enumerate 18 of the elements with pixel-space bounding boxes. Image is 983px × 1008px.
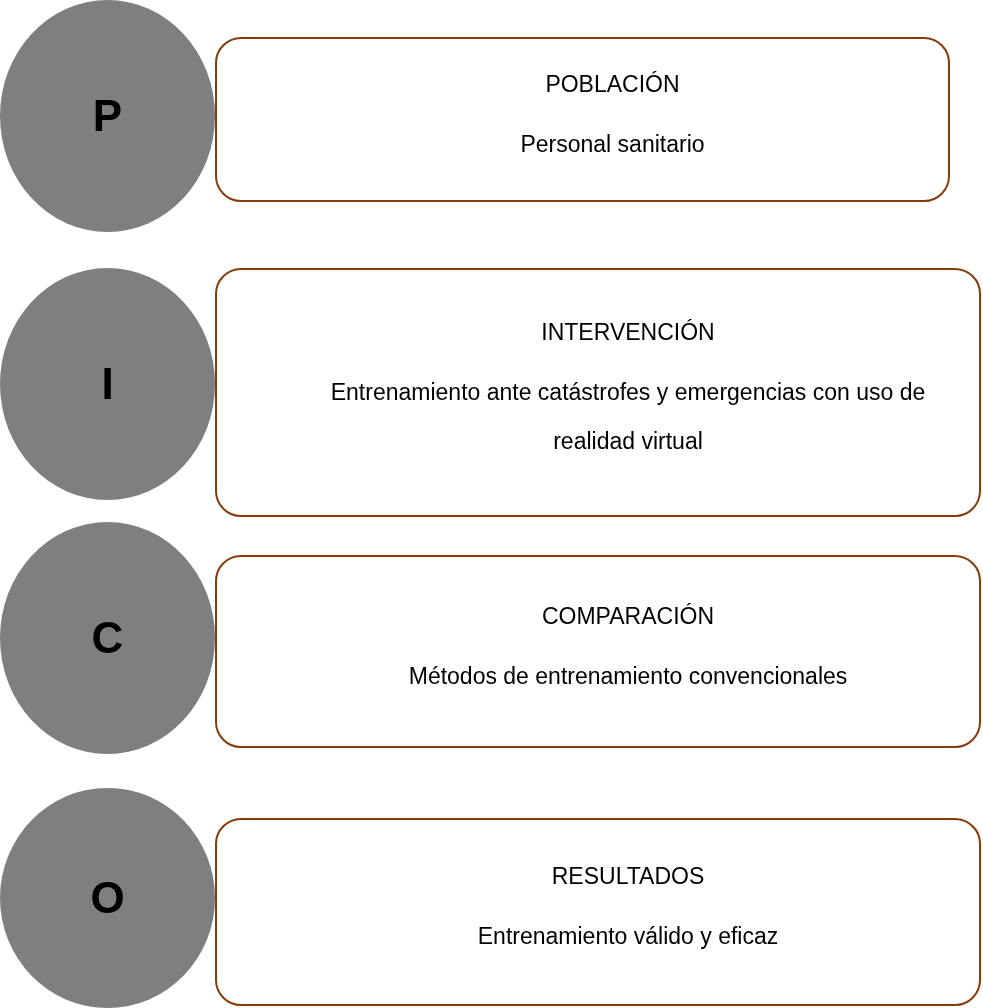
letter-ellipse	[0, 0, 215, 232]
pico-letter: O	[90, 873, 125, 923]
rounded-box	[215, 268, 981, 517]
pico-letter: I	[101, 359, 114, 409]
rounded-box	[215, 555, 981, 748]
box-heading: RESULTADOS	[551, 863, 705, 890]
box-text: Personal sanitario	[520, 129, 705, 159]
letter-ellipse	[0, 788, 215, 1008]
box-heading: POBLACIÓN	[545, 70, 680, 98]
pico-letter: P	[92, 91, 123, 141]
pico-letter: C	[91, 613, 124, 663]
box-heading: INTERVENCIÓN	[541, 319, 715, 346]
rounded-box	[215, 818, 981, 1006]
box-heading: COMPARACIÓN	[541, 602, 715, 630]
box-text: Métodos de entrenamiento convencionales	[408, 661, 848, 691]
rounded-box	[215, 37, 950, 202]
box-text: Entrenamiento válido y eficaz	[477, 922, 779, 951]
box-text: Entrenamiento ante catástrofes y emergencias con uso de realidad virtual	[329, 378, 927, 456]
